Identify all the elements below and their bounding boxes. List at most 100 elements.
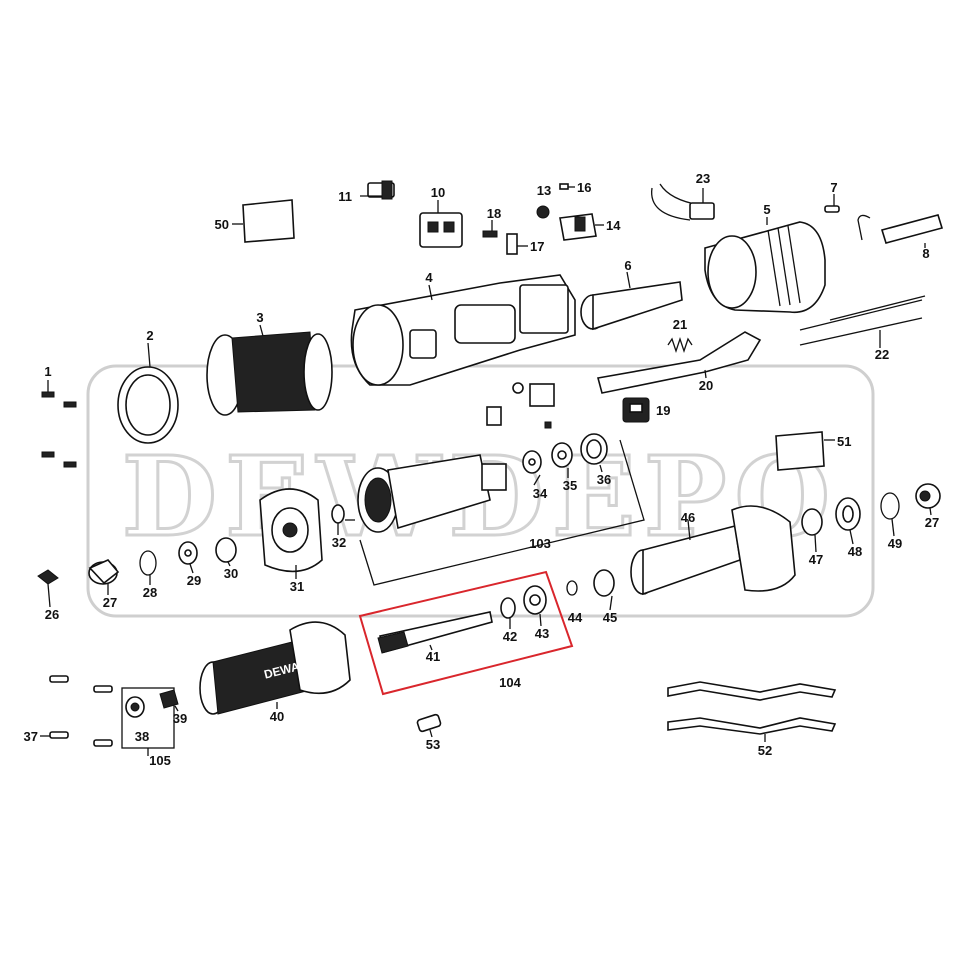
part-52 [667, 681, 837, 742]
label-26: 26 [45, 607, 59, 622]
label-27-right: 27 [925, 515, 939, 530]
label-42: 42 [503, 629, 517, 644]
part-104-group [358, 570, 574, 696]
label-52: 52 [758, 743, 772, 758]
part-30 [215, 537, 237, 563]
part-48 [835, 497, 861, 531]
label-46: 46 [681, 510, 695, 525]
part-6 [580, 271, 683, 331]
part-11 [360, 180, 395, 200]
label-50: 50 [215, 217, 229, 232]
part-28 [139, 550, 157, 576]
part-105-group [121, 687, 179, 756]
part-49 [880, 492, 900, 520]
part-brush-holder-small [486, 382, 555, 429]
part-5 [704, 217, 826, 314]
part-53 [416, 713, 442, 733]
label-105: 105 [149, 753, 171, 768]
part-36 [580, 433, 608, 465]
label-47: 47 [809, 552, 823, 567]
part-51 [775, 431, 835, 471]
label-6: 6 [624, 258, 631, 273]
part-27-right [915, 483, 941, 509]
part-20 [597, 331, 762, 394]
part-17 [506, 233, 528, 255]
part-42 [500, 597, 516, 619]
part-29 [178, 541, 198, 565]
label-17: 17 [530, 239, 544, 254]
part-44 [566, 580, 578, 596]
part-21 [667, 336, 693, 354]
label-35: 35 [563, 478, 577, 493]
part-8 [857, 214, 944, 248]
highlight-box [358, 570, 574, 696]
label-40: 40 [270, 709, 284, 724]
label-51: 51 [837, 434, 851, 449]
part-103-armature [345, 439, 645, 586]
label-5: 5 [763, 202, 770, 217]
label-103: 103 [529, 536, 551, 551]
part-43 [523, 585, 547, 615]
part-22 [799, 295, 926, 348]
label-21: 21 [673, 317, 687, 332]
label-19: 19 [656, 403, 670, 418]
label-32: 32 [332, 535, 346, 550]
label-29: 29 [187, 573, 201, 588]
label-3: 3 [256, 310, 263, 325]
part-35 [551, 442, 573, 468]
part-14 [559, 213, 604, 241]
part-7 [824, 194, 840, 213]
label-8: 8 [922, 246, 929, 261]
part-31 [259, 488, 323, 573]
label-31: 31 [290, 579, 304, 594]
label-45: 45 [603, 610, 617, 625]
part-16 [559, 183, 575, 190]
label-38: 38 [135, 729, 149, 744]
label-4: 4 [425, 270, 433, 285]
part-18 [482, 220, 498, 238]
label-23: 23 [696, 171, 710, 186]
label-10: 10 [431, 185, 445, 200]
label-11: 11 [338, 189, 352, 204]
part-19 [622, 397, 650, 423]
label-39: 39 [173, 711, 187, 726]
label-22: 22 [875, 347, 889, 362]
label-37: 37 [24, 729, 38, 744]
label-28: 28 [143, 585, 157, 600]
part-10 [419, 200, 463, 248]
label-14: 14 [606, 218, 621, 233]
label-13: 13 [537, 183, 551, 198]
part-45 [593, 569, 615, 597]
part-1 [41, 380, 77, 468]
label-2: 2 [146, 328, 153, 343]
label-104: 104 [499, 675, 521, 690]
label-36: 36 [597, 472, 611, 487]
part-2 [117, 342, 179, 444]
label-16: 16 [577, 180, 591, 195]
part-50 [232, 199, 295, 243]
part-39 [159, 689, 179, 709]
part-4 [350, 274, 576, 386]
label-30: 30 [224, 566, 238, 581]
label-43: 43 [535, 626, 549, 641]
part-37-screws [40, 675, 113, 747]
part-34 [522, 450, 542, 474]
label-1: 1 [44, 364, 51, 379]
label-48: 48 [848, 544, 862, 559]
part-26 [37, 569, 59, 585]
part-27-left [88, 559, 120, 585]
label-34: 34 [533, 486, 548, 501]
label-41: 41 [426, 649, 440, 664]
part-40: DEWALT [199, 621, 351, 715]
part-13 [536, 205, 550, 219]
part-41 [377, 611, 493, 654]
label-27-left: 27 [103, 595, 117, 610]
part-23 [651, 183, 715, 221]
label-49: 49 [888, 536, 902, 551]
part-47 [801, 508, 823, 536]
part-32 [331, 504, 345, 524]
part-3 [206, 324, 333, 416]
label-18: 18 [487, 206, 501, 221]
label-7: 7 [830, 180, 837, 195]
